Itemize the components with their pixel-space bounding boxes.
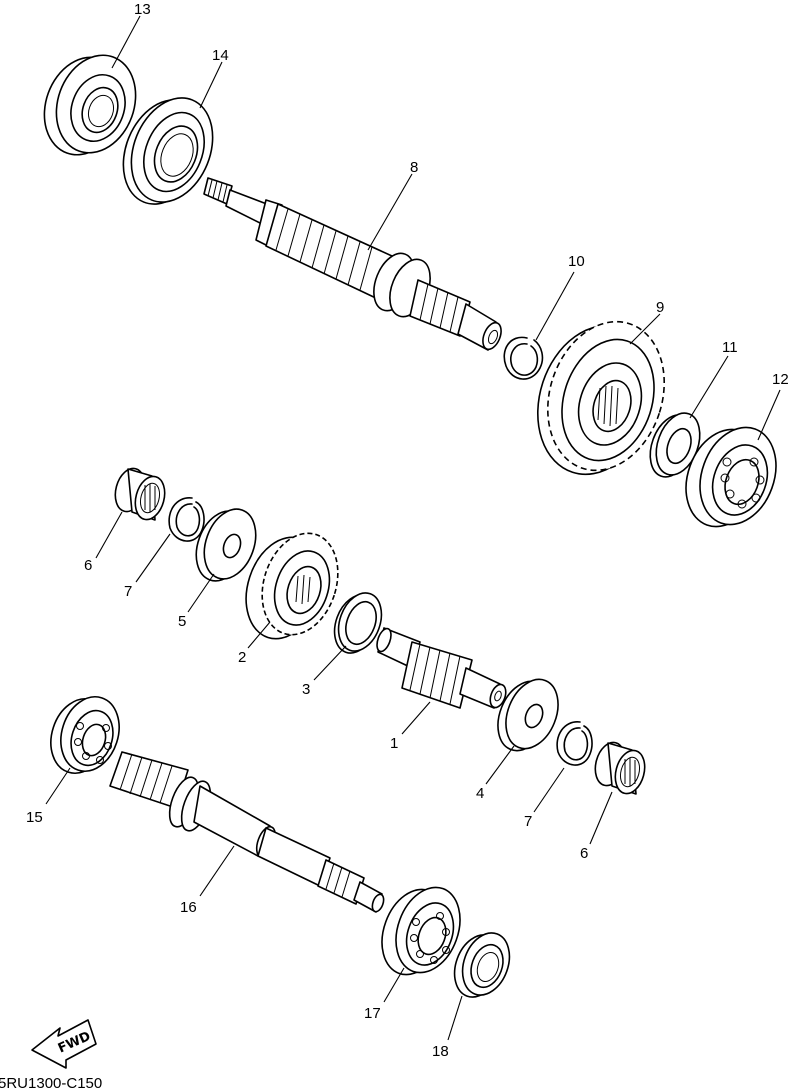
callout-8: 8: [410, 159, 418, 176]
callout-13: 13: [134, 1, 151, 18]
callout-12: 12: [772, 371, 789, 388]
part-1-pinion-shaft[interactable]: [374, 627, 508, 710]
part-7-circlip-upper[interactable]: [168, 497, 205, 542]
part-10-circlip[interactable]: [503, 336, 544, 380]
part-18-oil-seal[interactable]: [446, 926, 517, 1003]
part-7-circlip-lower[interactable]: [556, 721, 593, 766]
part-3-washer[interactable]: [327, 587, 389, 659]
callout-17: 17: [364, 1005, 381, 1022]
callout-18: 18: [432, 1043, 449, 1060]
callout-15: 15: [26, 809, 43, 826]
callout-2: 2: [238, 649, 246, 666]
callout-16: 16: [180, 899, 197, 916]
callout-labels: 13 14 8 10 9 11 12 6 7 5 2 3 1 4 7 6 15 …: [26, 1, 789, 1060]
leader-lines: [45, 15, 781, 1041]
part-16-drive-axle[interactable]: [109, 751, 386, 913]
callout-3: 3: [302, 681, 310, 698]
callout-11: 11: [722, 339, 738, 356]
callout-6-upper: 6: [84, 557, 92, 574]
part-5-washer[interactable]: [187, 502, 265, 588]
callout-1: 1: [390, 735, 398, 752]
part-17-bearing[interactable]: [371, 878, 471, 983]
callout-9: 9: [656, 299, 664, 316]
part-8-main-shaft[interactable]: [203, 177, 505, 352]
part-2-gear[interactable]: [234, 523, 351, 648]
part-12-bearing[interactable]: [673, 417, 789, 538]
callout-4: 4: [476, 785, 484, 802]
callout-7-lower: 7: [524, 813, 532, 830]
callout-6-lower: 6: [580, 845, 588, 862]
part-9-gear[interactable]: [519, 306, 682, 489]
part-14-oil-seal[interactable]: [109, 86, 228, 217]
callout-10: 10: [568, 253, 585, 270]
part-15-bearing[interactable]: [42, 689, 129, 781]
part-13-bearing[interactable]: [31, 44, 149, 166]
part-11-washer[interactable]: [642, 407, 707, 483]
callout-7-upper: 7: [124, 583, 132, 600]
diagram-code: 5RU1300-C150: [0, 1075, 102, 1091]
callout-5: 5: [178, 613, 186, 630]
part-4-washer[interactable]: [488, 672, 567, 759]
callout-14: 14: [212, 47, 229, 64]
fwd-arrow-icon: FWD: [31, 1019, 97, 1069]
part-6-needle-bearing-upper[interactable]: [111, 465, 169, 523]
part-6-needle-bearing-lower[interactable]: [591, 739, 649, 797]
